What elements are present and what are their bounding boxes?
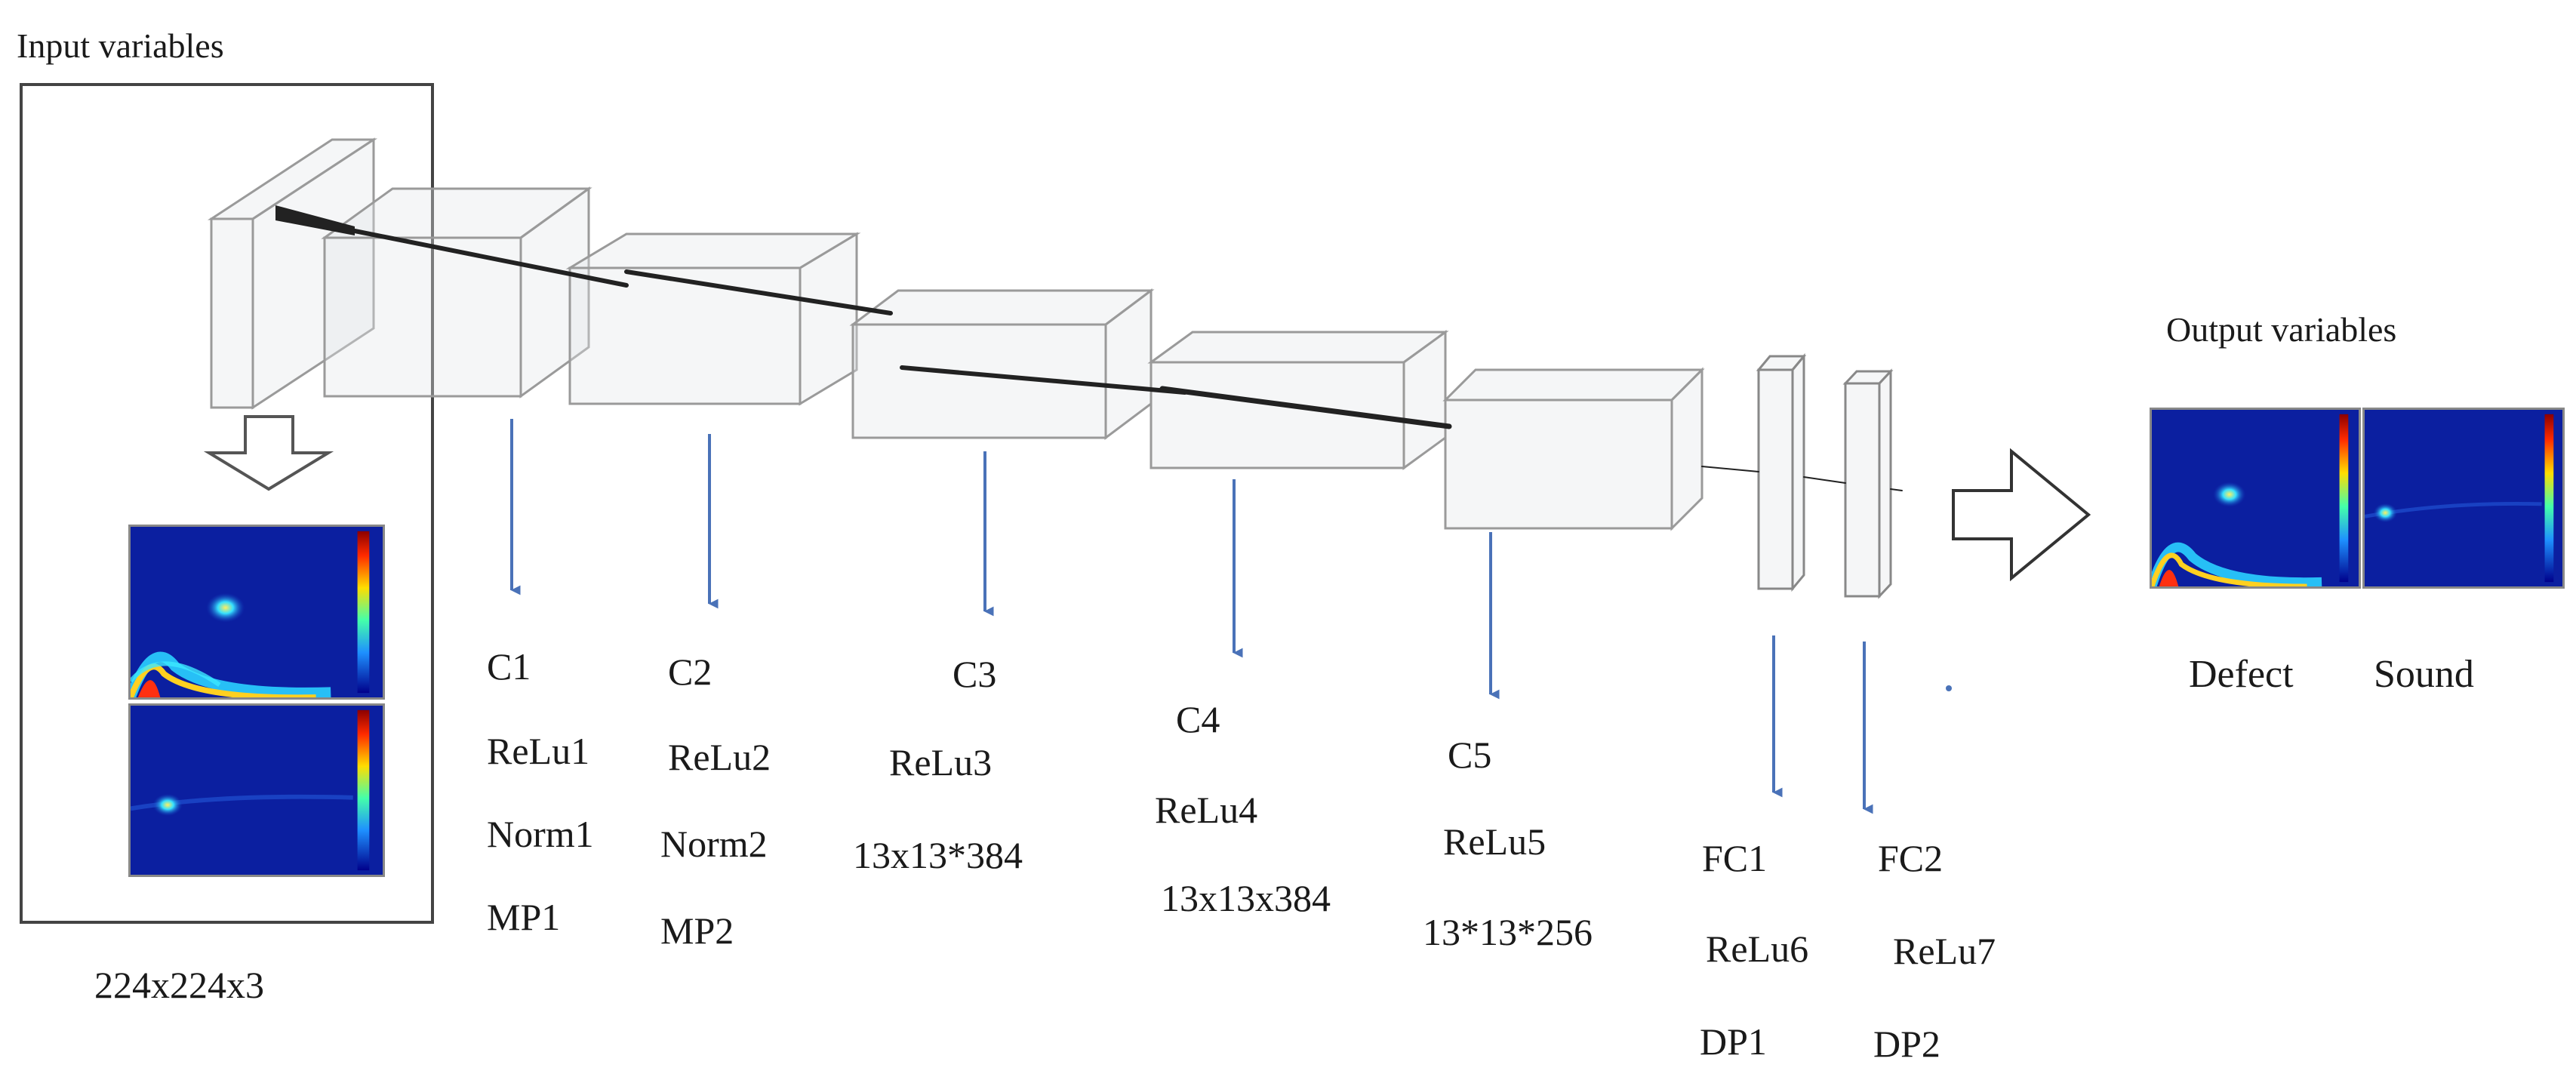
- input-heatmap-defect: [128, 525, 385, 700]
- output-heatmap-sound: [2362, 408, 2565, 589]
- c3-volume: [849, 288, 1155, 440]
- fc2-bar: [1842, 368, 1894, 599]
- input-volume: [207, 137, 378, 410]
- c2-volume: [565, 232, 861, 406]
- input-frame: [20, 83, 434, 924]
- input-size-label: 224x224x3: [94, 964, 264, 1006]
- layer-label: C5: [1448, 734, 1492, 776]
- layer-label: ReLu2: [668, 736, 771, 778]
- output-variables-label: Output variables: [2166, 310, 2397, 349]
- layer-label: Norm2: [660, 823, 768, 865]
- layer-label: Norm1: [487, 813, 594, 855]
- input-variables-label: Input variables: [17, 26, 224, 65]
- output-sound-label: Sound: [2374, 653, 2474, 696]
- output-block-arrow: [1952, 448, 2091, 582]
- layer-label: FC1: [1702, 837, 1768, 879]
- c5-volume: [1442, 367, 1705, 531]
- layer-label: 13x13*384: [853, 834, 1023, 876]
- layer-label: FC2: [1878, 837, 1944, 879]
- data-flow-lines: [275, 205, 1903, 491]
- layer-label: ReLu6: [1706, 928, 1809, 970]
- output-heatmap-defect: [2150, 408, 2361, 589]
- layer-label: MP2: [660, 909, 734, 952]
- output-defect-label: Defect: [2189, 653, 2294, 696]
- layer-label: DP2: [1873, 1023, 1940, 1065]
- layer-label: ReLu4: [1155, 789, 1258, 831]
- layer-label: ReLu1: [487, 730, 590, 772]
- layer-label: 13*13*256: [1423, 911, 1593, 953]
- layer-arrows: [510, 419, 1873, 814]
- layer-label: 13x13x384: [1161, 877, 1331, 919]
- layer-label: C1: [487, 645, 531, 688]
- layer-label: ReLu3: [889, 741, 993, 783]
- c1-volume: [321, 186, 592, 398]
- layer-label: C3: [953, 653, 997, 695]
- c4-volume: [1147, 330, 1449, 470]
- layer-label: MP1: [487, 896, 561, 938]
- down-block-arrow: [203, 415, 334, 491]
- input-heatmap-sound: [128, 703, 385, 877]
- layer-label: C2: [668, 651, 712, 693]
- layer-label: ReLu7: [1893, 930, 1996, 972]
- layer-label: C4: [1176, 698, 1220, 740]
- fc1-bar: [1756, 352, 1807, 592]
- layer-label: ReLu5: [1443, 820, 1547, 863]
- dot: [1946, 685, 1952, 691]
- layer-label: DP1: [1700, 1020, 1767, 1063]
